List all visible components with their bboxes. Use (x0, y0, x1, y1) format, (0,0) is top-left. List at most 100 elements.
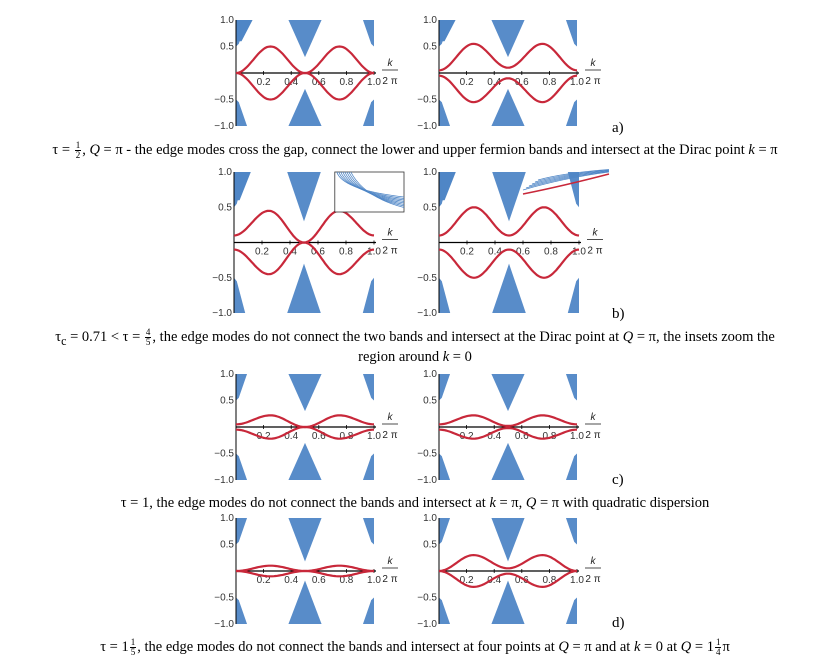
k-axis-label: k (388, 412, 394, 423)
y-tick-label: 0.5 (220, 396, 234, 407)
x-tick-label: 1.0 (570, 77, 584, 88)
y-tick-label: −1.0 (214, 619, 234, 630)
axes (438, 172, 581, 313)
y-tick-label: −0.5 (417, 95, 437, 106)
band-region (234, 277, 246, 313)
bulk-bands (236, 518, 374, 624)
caption-a-text-2: , (82, 142, 90, 158)
x-tick-label: 0.2 (460, 247, 474, 258)
band-region (565, 597, 577, 624)
k-axis-label: k (388, 556, 394, 567)
x-tick-label: 1.0 (572, 247, 586, 258)
caption-d-text-4: = 0 at (640, 639, 681, 655)
band-region (565, 20, 577, 47)
two-pi-label: 2 π (382, 246, 397, 257)
y-tick-label: −0.5 (212, 273, 232, 284)
band-region (439, 99, 451, 126)
band-region (492, 263, 526, 313)
two-pi-label: 2 π (382, 574, 397, 585)
caption-b-frac-num: 4 (144, 327, 152, 339)
bulk-bands (236, 374, 374, 480)
inset-band-line (350, 171, 405, 208)
x-tick-label: 0.6 (515, 431, 529, 442)
caption-b-q: Q (622, 329, 634, 345)
caption-c-text-2: = π, (495, 495, 526, 511)
caption-c-text-1: τ = 1, the edge modes do not connect the… (120, 495, 490, 511)
y-tick-label: −1.0 (214, 475, 234, 486)
y-tick-label: 1.0 (423, 167, 437, 178)
inset-band-line (531, 170, 610, 185)
edge-mode-curve (236, 414, 374, 429)
band-region (288, 374, 322, 412)
two-pi-label: 2 π (382, 76, 397, 87)
edge-mode-curve (233, 241, 375, 276)
row-c-label: c) (612, 472, 624, 488)
caption-c-q: Q (525, 495, 537, 511)
band-region (234, 172, 251, 201)
caption-d-text-3: = π and at (568, 639, 634, 655)
x-tick-label: 0.4 (487, 575, 501, 586)
band-region (565, 99, 577, 126)
band-region (287, 172, 321, 222)
caption-d-frac2-den: 4 (715, 647, 721, 658)
x-tick-label: 0.4 (487, 77, 501, 88)
caption-b-text-1: = 0.71 < τ = (66, 329, 144, 345)
caption-d-q2: Q (680, 639, 692, 655)
x-tick-label: 0.2 (460, 431, 474, 442)
y-tick-label: −0.5 (214, 593, 234, 604)
inset-edge-mode (522, 173, 610, 195)
band-region (362, 99, 374, 126)
y-tick-label: 0.5 (423, 396, 437, 407)
x-tick-label: 0.8 (544, 247, 558, 258)
caption-c-text-3: = π with quadratic dispersion (536, 495, 710, 511)
caption-b-text-5: = 0 (449, 349, 472, 365)
caption-d-text-1: τ = 1 (100, 639, 129, 655)
inset-band-line (534, 169, 610, 183)
x-tick-label: 0.2 (460, 575, 474, 586)
bulk-bands (439, 172, 579, 313)
caption-c-k: k (489, 495, 496, 511)
k-axis-label: k (388, 58, 394, 69)
caption-d-k: k (633, 639, 641, 655)
band-region (439, 20, 456, 42)
band-region (439, 277, 451, 313)
bulk-bands (439, 518, 577, 624)
caption-d-frac2-num: 1 (714, 637, 722, 649)
y-tick-label: 0.5 (220, 540, 234, 551)
y-tick-label: 1.0 (220, 369, 234, 380)
k-axis-label: k (388, 228, 394, 239)
row-b-label: b) (612, 306, 625, 322)
y-tick-label: 1.0 (423, 369, 437, 380)
k-axis-label: k (593, 228, 599, 239)
band-region (491, 374, 525, 412)
x-tick-label: 0.8 (339, 431, 353, 442)
x-tick-label: 0.8 (339, 247, 353, 258)
y-tick-label: −1.0 (417, 308, 437, 319)
caption-d-text-5: = 1 (691, 639, 714, 655)
caption-d-q: Q (558, 639, 569, 655)
edge-mode-curve (438, 206, 580, 237)
x-tick-label: 0.6 (516, 247, 530, 258)
band-region (236, 597, 248, 624)
y-tick-label: 1.0 (220, 15, 234, 26)
caption-b-tau: τ (55, 329, 62, 345)
band-region (439, 518, 451, 545)
band-region (288, 580, 322, 624)
band-region (362, 20, 374, 47)
x-tick-label: 0.2 (255, 247, 269, 258)
band-region (565, 518, 577, 545)
two-pi-label: 2 π (585, 76, 600, 87)
x-tick-label: 0.2 (460, 77, 474, 88)
x-tick-label: 1.0 (570, 575, 584, 586)
